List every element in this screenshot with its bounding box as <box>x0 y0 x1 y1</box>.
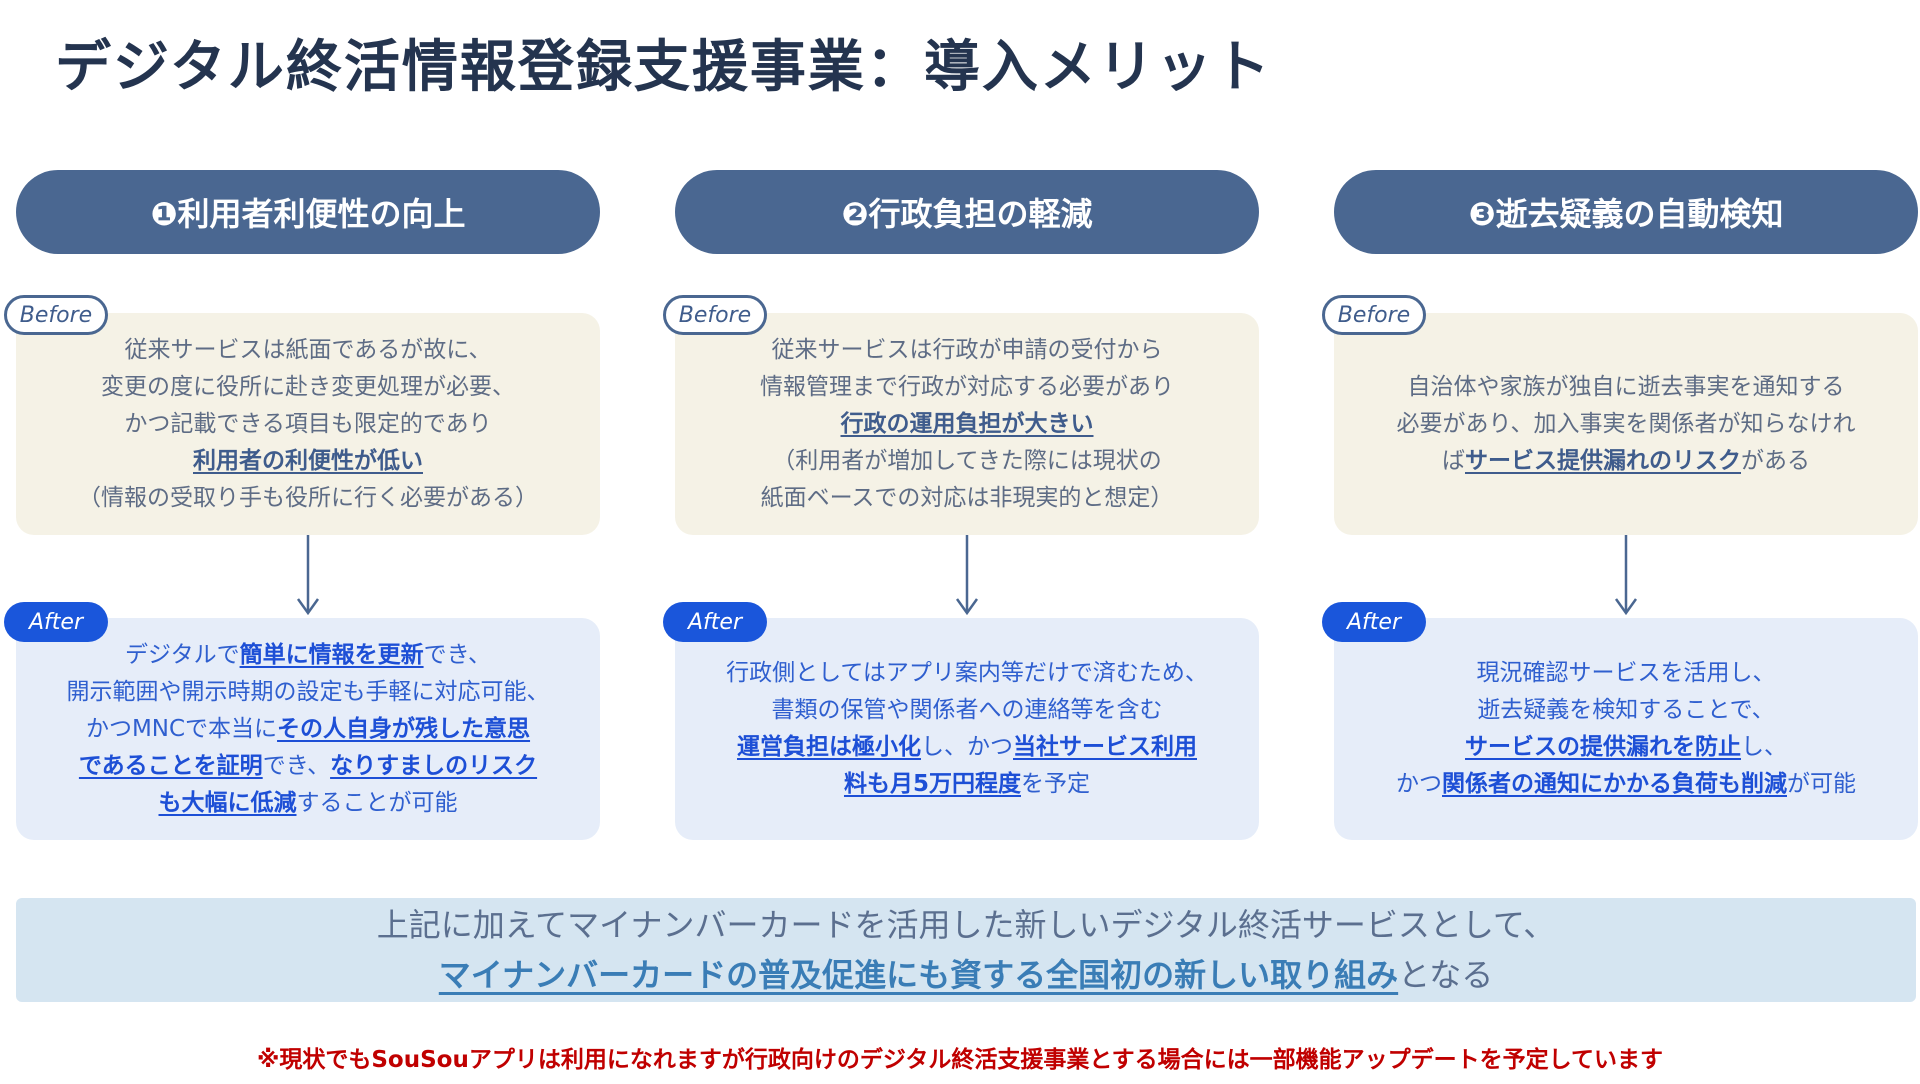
text-line: デジタルで簡単に情報を更新でき、 <box>125 637 491 674</box>
text-line: であることを証明でき、なりすましのリスク <box>79 748 537 785</box>
after-badge: After <box>663 602 767 642</box>
text-line: 行政の運用負担が大きい <box>841 406 1094 443</box>
body-text: 変更の度に役所に赴き変更処理が必要、 <box>101 373 515 400</box>
after-badge: After <box>4 602 108 642</box>
body-text: し、かつ <box>921 734 1013 760</box>
emphasis-text: であることを証明 <box>78 752 263 779</box>
before-box: 従来サービスは紙面であるが故に、変更の度に役所に赴き変更処理が必要、かつ記載でき… <box>16 313 600 535</box>
before-badge: Before <box>663 295 767 335</box>
text-line: 情報管理まで行政が対応する必要があり <box>760 369 1174 406</box>
text-line: 変更の度に役所に赴き変更処理が必要、 <box>101 369 515 406</box>
text-line: 従来サービスは紙面であるが故に、 <box>124 332 491 369</box>
text-line: 上記に加えてマイナンバーカードを活用した新しいデジタル終活サービスとして、 <box>377 900 1556 950</box>
emphasis-text: なりすましのリスク <box>330 752 538 779</box>
down-arrow-icon <box>955 535 979 616</box>
body-text: 自治体や家族が独自に逝去事実を通知する <box>1407 373 1845 400</box>
body-text: デジタルで <box>125 641 240 668</box>
text-line: 運営負担は極小化し、かつ当社サービス利用 <box>737 729 1197 766</box>
body-text: が可能 <box>1787 771 1856 797</box>
emphasis-text: サービス提供漏れのリスク <box>1465 447 1741 474</box>
column-heading: ❶利用者利便性の向上 <box>16 170 600 254</box>
text-line: 逝去疑義を検知することで、 <box>1477 692 1774 729</box>
text-line: かつMNCで本当にその人自身が残した意思 <box>86 711 530 748</box>
body-text: 必要があり、加入事実を関係者が知らなけれ <box>1396 410 1856 437</box>
emphasis-text: も大幅に低減 <box>158 789 297 816</box>
text-line: かつ記載できる項目も限定的であり <box>124 406 491 443</box>
before-box: 自治体や家族が独自に逝去事実を通知する必要があり、加入事実を関係者が知らなければ… <box>1334 313 1918 535</box>
body-text: 開示範囲や開示時期の設定も手軽に対応可能、 <box>66 678 550 705</box>
body-text: 従来サービスは紙面であるが故に、 <box>124 336 492 363</box>
after-box: デジタルで簡単に情報を更新でき、開示範囲や開示時期の設定も手軽に対応可能、かつM… <box>16 618 600 840</box>
body-text: することが可能 <box>296 789 458 816</box>
emphasis-text: 運営負担は極小化 <box>737 734 921 760</box>
text-line: 紙面ベースでの対応は非現実的と想定） <box>761 480 1174 517</box>
body-text: し、 <box>1741 734 1787 760</box>
text-line: 料も月5万円程度を予定 <box>844 766 1090 803</box>
text-line: 書類の保管や関係者への連絡等を含む <box>772 692 1163 729</box>
text-line: （利用者が増加してきた際には現状の <box>772 443 1162 480</box>
emphasis-text: 利用者の利便性が低い <box>193 447 423 474</box>
body-text: 従来サービスは行政が申請の受付から <box>771 336 1163 363</box>
text-line: も大幅に低減することが可能 <box>159 785 458 822</box>
text-line: 必要があり、加入事実を関係者が知らなけれ <box>1396 406 1855 443</box>
column-heading: ❷行政負担の軽減 <box>675 170 1259 254</box>
text-line: かつ関係者の通知にかかる負荷も削減が可能 <box>1396 766 1856 803</box>
text-line: 自治体や家族が独自に逝去事実を通知する <box>1408 369 1845 406</box>
down-arrow-icon <box>1614 535 1638 616</box>
emphasis-text: 関係者の通知にかかる負荷も削減 <box>1442 771 1787 797</box>
emphasis-text: サービスの提供漏れを防止 <box>1465 734 1741 760</box>
text-line: 行政側としてはアプリ案内等だけで済むため、 <box>726 655 1208 692</box>
body-text: ば <box>1442 447 1465 474</box>
summary-banner: 上記に加えてマイナンバーカードを活用した新しいデジタル終活サービスとして、マイナ… <box>16 898 1916 1002</box>
text-line: 従来サービスは行政が申請の受付から <box>772 332 1163 369</box>
footnote: ※現状でもSouSouアプリは利用になれますが行政向けのデジタル終活支援事業とす… <box>256 1047 1663 1073</box>
body-text: （情報の受取り手も役所に行く必要がある） <box>78 484 538 511</box>
after-box: 行政側としてはアプリ案内等だけで済むため、書類の保管や関係者への連絡等を含む運営… <box>675 618 1259 840</box>
body-text: でき、 <box>423 641 491 668</box>
body-text: 紙面ベースでの対応は非現実的と想定） <box>760 484 1174 511</box>
emphasis-text: その人自身が残した意思 <box>277 715 531 742</box>
page-title: デジタル終活情報登録支援事業：導入メリット <box>55 35 1272 100</box>
body-text: かつ <box>1396 771 1442 797</box>
emphasis-text: 簡単に情報を更新 <box>239 641 424 668</box>
body-text: 情報管理まで行政が対応する必要があり <box>760 373 1174 400</box>
body-text: （利用者が増加してきた際には現状の <box>772 447 1162 474</box>
down-arrow-icon <box>296 535 320 616</box>
text-line: サービスの提供漏れを防止し、 <box>1465 729 1787 766</box>
emphasis-text: 料も月5万円程度 <box>843 771 1021 797</box>
body-text: 行政側としてはアプリ案内等だけで済むため、 <box>726 660 1208 686</box>
body-text: 書類の保管や関係者への連絡等を含む <box>771 697 1163 723</box>
emphasis-text: 当社サービス利用 <box>1013 734 1197 760</box>
body-text: かつMNCで本当に <box>85 715 278 742</box>
body-text: 逝去疑義を検知することで、 <box>1477 697 1775 723</box>
before-badge: Before <box>4 295 108 335</box>
after-badge: After <box>1322 602 1426 642</box>
after-box: 現況確認サービスを活用し、逝去疑義を検知することで、サービスの提供漏れを防止し、… <box>1334 618 1918 840</box>
text-line: 開示範囲や開示時期の設定も手軽に対応可能、 <box>67 674 550 711</box>
body-text: 上記に加えてマイナンバーカードを活用した新しいデジタル終活サービスとして、 <box>376 906 1556 944</box>
text-line: 現況確認サービスを活用し、 <box>1477 655 1776 692</box>
body-text: を予定 <box>1021 771 1090 797</box>
emphasis-text: 行政の運用負担が大きい <box>840 410 1094 437</box>
column-heading: ❸逝去疑義の自動検知 <box>1334 170 1918 254</box>
body-text: かつ記載できる項目も限定的であり <box>124 410 492 437</box>
body-text: となる <box>1398 956 1494 994</box>
before-badge: Before <box>1322 295 1426 335</box>
body-text: がある <box>1741 447 1810 474</box>
text-line: ばサービス提供漏れのリスクがある <box>1442 443 1810 480</box>
before-box: 従来サービスは行政が申請の受付から情報管理まで行政が対応する必要があり行政の運用… <box>675 313 1259 535</box>
text-line: 利用者の利便性が低い <box>193 443 423 480</box>
text-line: （情報の受取り手も役所に行く必要がある） <box>78 480 538 517</box>
emphasis-text: マイナンバーカードの普及促進にも資する全国初の新しい取り組み <box>438 956 1399 994</box>
body-text: 現況確認サービスを活用し、 <box>1476 660 1776 686</box>
text-line: マイナンバーカードの普及促進にも資する全国初の新しい取り組みとなる <box>439 950 1493 1000</box>
body-text: でき、 <box>262 752 331 779</box>
